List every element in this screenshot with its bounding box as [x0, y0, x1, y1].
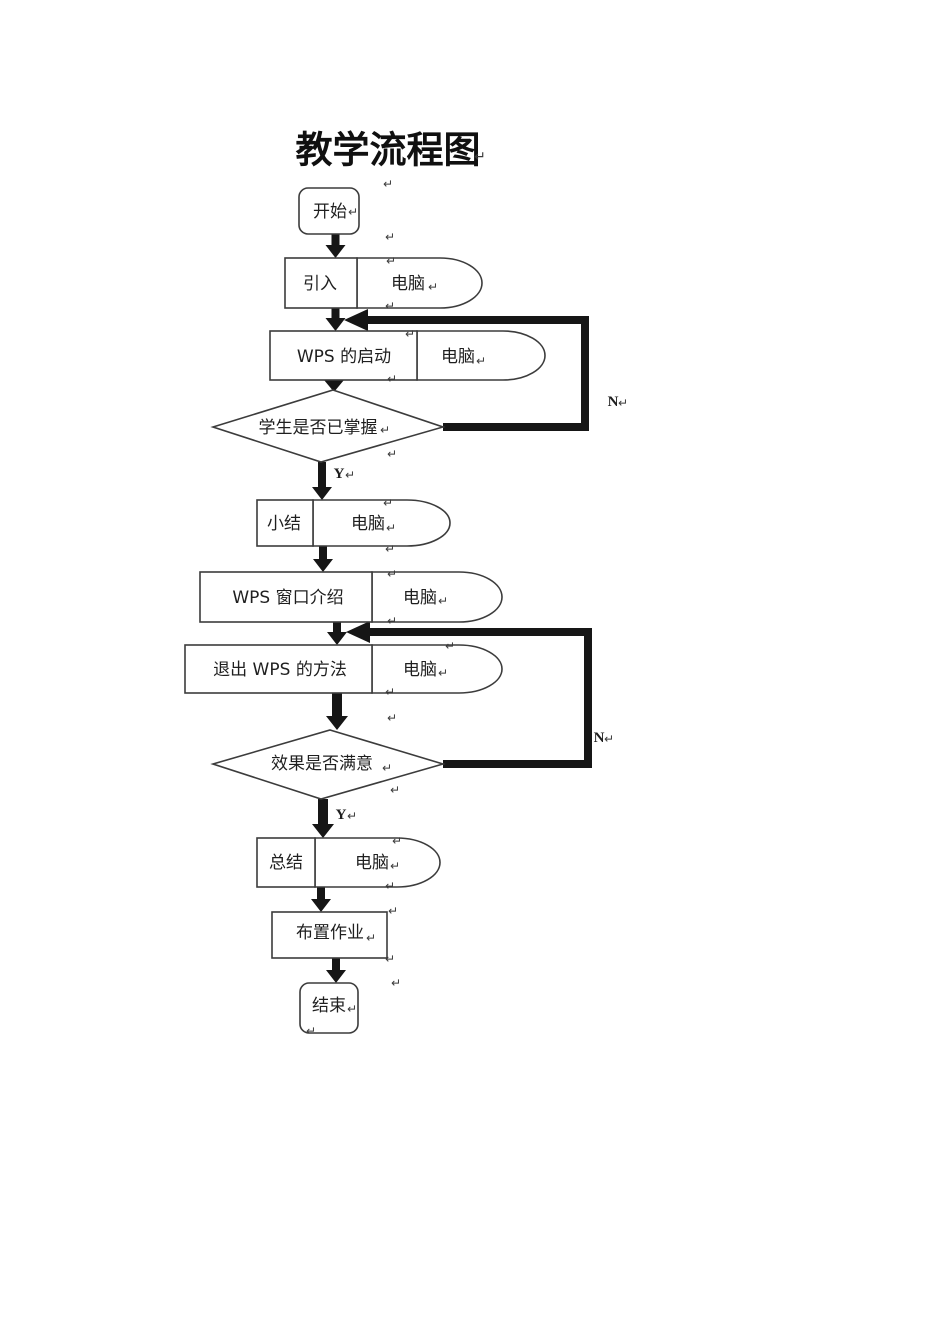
node-end-label: 结束: [312, 996, 346, 1016]
node-intro-media-label: 电脑: [391, 274, 425, 294]
node-check-satisfied-label: 效果是否满意: [271, 754, 373, 774]
arrow-wps-launch-to-decision1: [324, 378, 344, 392]
node-end: 结束: [299, 982, 359, 1034]
arrow-homework-to-end: [326, 958, 346, 983]
media-delay-shape: [314, 837, 441, 888]
media-delay-shape: [356, 257, 483, 309]
media-delay-shape: [371, 571, 503, 623]
node-homework-label: 布置作业: [296, 923, 364, 943]
node-summary-label: 总结: [269, 853, 303, 873]
node-wps-window-label: WPS 窗口介绍: [232, 588, 343, 608]
node-recap-media-label: 电脑: [351, 514, 385, 534]
node-wps-exit-media-label: 电脑: [403, 660, 437, 680]
node-wps-window-media-label: 电脑: [403, 588, 437, 608]
arrow-intro-to-wps-launch: [325, 308, 346, 331]
branch-yes-label-2: Y: [336, 807, 347, 823]
node-summary-media-label: 电脑: [355, 853, 389, 873]
node-wps-window: WPS 窗口介绍 电脑: [199, 571, 503, 623]
node-wps-launch: WPS 的启动 电脑: [269, 330, 546, 381]
edge-no-loop-2: [346, 621, 592, 768]
branch-no-label-2: N: [594, 730, 605, 746]
node-summary: 总结 电脑: [256, 837, 441, 888]
node-homework: 布置作业: [271, 911, 388, 959]
media-delay-shape: [416, 330, 546, 381]
connector-arrows: [311, 234, 348, 983]
arrow-decision1-to-recap: [312, 462, 332, 500]
node-wps-exit: 退出 WPS 的方法 电脑: [184, 644, 503, 694]
node-recap-label: 小结: [267, 514, 301, 534]
node-intro-label: 引入: [303, 274, 337, 294]
media-delay-shape: [312, 499, 451, 547]
media-delay-shape: [371, 644, 503, 694]
branch-yes-label-1: Y: [334, 466, 345, 482]
node-start: 开始: [298, 187, 360, 235]
arrow-wps-window-to-wps-exit: [327, 622, 347, 645]
arrow-wps-exit-to-decision2: [326, 693, 348, 730]
node-check-satisfied: 效果是否满意: [210, 729, 446, 800]
edge-no-loop-1: [344, 309, 589, 431]
node-start-label: 开始: [313, 202, 347, 222]
node-wps-launch-media-label: 电脑: [441, 347, 475, 367]
arrow-summary-to-homework: [311, 887, 331, 912]
node-intro: 引入 电脑: [284, 257, 483, 309]
branch-no-label-1: N: [608, 394, 619, 410]
node-wps-exit-label: 退出 WPS 的方法: [213, 660, 347, 680]
page-title: 教学流程图: [296, 129, 481, 172]
arrow-recap-to-wps-window: [313, 546, 333, 572]
arrow-decision2-to-summary: [312, 799, 334, 838]
arrow-start-to-intro: [325, 234, 346, 258]
node-check-mastered-label: 学生是否已掌握: [259, 418, 378, 438]
node-wps-launch-label: WPS 的启动: [297, 347, 391, 367]
node-recap: 小结 电脑: [256, 499, 451, 547]
node-check-mastered: 学生是否已掌握: [210, 389, 446, 463]
